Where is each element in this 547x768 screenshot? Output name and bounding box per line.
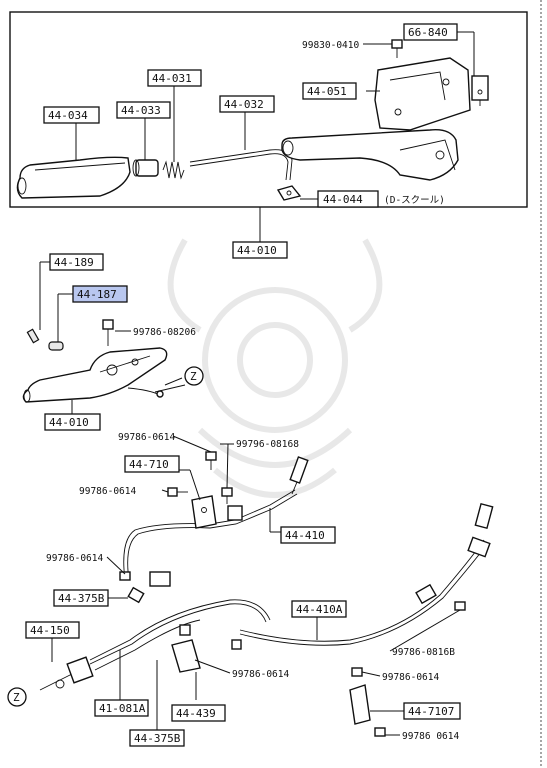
zone-marker-z-lower: Z xyxy=(7,687,27,707)
label-44-150: 44-150 xyxy=(25,621,80,639)
label-44-410-text: 44-410 xyxy=(285,529,325,542)
label-44-189-text: 44-189 xyxy=(54,256,94,269)
label-99786-0614-d: 99786-0614 xyxy=(382,672,439,683)
label-44-375b-bottom: 44-375B xyxy=(129,729,185,747)
rear-cable-left-drawing xyxy=(39,571,271,691)
lever-assembly-drawing xyxy=(22,347,186,403)
label-44-187-text: 44-187 xyxy=(77,288,117,301)
label-44-187-highlighted: 44-187 xyxy=(72,285,128,303)
label-44-032: 44-032 xyxy=(219,95,275,113)
clip-drawing xyxy=(276,185,302,201)
label-99786-0816b: 99786-0816B xyxy=(392,647,455,658)
label-99786-08206: 99786-08206 xyxy=(133,327,196,338)
rear-cable-right-drawing xyxy=(239,502,494,646)
label-44-7107: 44-7107 xyxy=(403,702,461,720)
label-99786-0614-f: 99786 0614 xyxy=(402,731,459,742)
bolt-top-drawing xyxy=(391,39,403,58)
detail-frame xyxy=(9,11,528,208)
label-44-032-text: 44-032 xyxy=(224,98,264,111)
label-44-033-text: 44-033 xyxy=(121,104,161,117)
label-99830-0410: 99830-0410 xyxy=(302,40,359,51)
label-44-010-top: 44-010 xyxy=(232,241,288,259)
label-66-840-text: 66-840 xyxy=(408,26,448,39)
label-44-410a-text: 44-410A xyxy=(296,603,343,616)
label-44-044-text: 44-044 xyxy=(323,193,363,206)
lever-grip-drawing xyxy=(16,156,131,199)
top-leader-lines xyxy=(75,31,475,242)
label-44-010-mid: 44-010 xyxy=(44,413,101,431)
label-99796-08168: 99796-08168 xyxy=(236,439,299,450)
label-44-044: 44-044 (D-スクール) xyxy=(317,190,445,208)
label-44-010-mid-text: 44-010 xyxy=(49,416,89,429)
label-41-081a-text: 41-081A xyxy=(99,702,146,715)
label-44-375b-top: 44-375B xyxy=(53,589,109,607)
lower-brackets-drawing xyxy=(119,571,466,737)
watermark-emblem xyxy=(167,238,383,498)
label-44-710-text: 44-710 xyxy=(129,458,169,471)
label-44-034-text: 44-034 xyxy=(48,109,88,122)
grommet-drawing xyxy=(48,341,64,351)
label-44-051-text: 44-051 xyxy=(307,85,347,98)
label-44-150-text: 44-150 xyxy=(30,624,70,637)
label-44-033: 44-033 xyxy=(116,101,171,119)
spring-drawing xyxy=(162,160,185,180)
lever-body-drawing xyxy=(281,129,459,181)
label-44-439: 44-439 xyxy=(171,704,226,722)
label-44-034: 44-034 xyxy=(43,106,100,124)
label-44-710: 44-710 xyxy=(124,455,180,473)
bolt-mid-drawing xyxy=(102,319,114,346)
zone-marker-z-lower-text: Z xyxy=(13,691,20,704)
label-44-7107-text: 44-7107 xyxy=(408,705,454,718)
label-44-010-top-text: 44-010 xyxy=(237,244,277,257)
lower-leader-lines xyxy=(51,435,461,736)
label-99786-0614-a: 99786-0614 xyxy=(118,432,175,443)
label-99786-0614-e: 99786-0614 xyxy=(232,669,289,680)
label-44-044-note: (D-スクール) xyxy=(384,195,445,206)
label-44-410: 44-410 xyxy=(280,526,336,544)
label-44-410a: 44-410A xyxy=(291,600,347,618)
label-41-081a: 41-081A xyxy=(94,699,149,717)
label-44-051: 44-051 xyxy=(302,82,357,100)
switch-drawing xyxy=(471,75,489,106)
mid-leader-lines xyxy=(39,261,183,414)
spacer-drawing xyxy=(132,159,159,177)
label-44-375b-bottom-text: 44-375B xyxy=(134,732,181,745)
label-44-189: 44-189 xyxy=(49,253,104,271)
label-44-375b-top-text: 44-375B xyxy=(58,592,105,605)
rod-drawing xyxy=(189,149,293,181)
label-44-031-text: 44-031 xyxy=(152,72,192,85)
label-99786-0614-c: 99786-0614 xyxy=(46,553,103,564)
pin-drawing xyxy=(26,328,40,344)
label-99786-0614-b: 99786-0614 xyxy=(79,486,136,497)
equalizer-bracket-drawing xyxy=(191,495,243,529)
zone-marker-z-upper-text: Z xyxy=(190,370,197,383)
bracket-drawing xyxy=(374,57,471,131)
label-66-840: 66-840 xyxy=(403,23,458,41)
zone-marker-z-upper: Z xyxy=(184,366,204,386)
label-44-031: 44-031 xyxy=(147,69,202,87)
cable-end-drawing xyxy=(289,456,309,495)
label-44-439-text: 44-439 xyxy=(176,707,216,720)
